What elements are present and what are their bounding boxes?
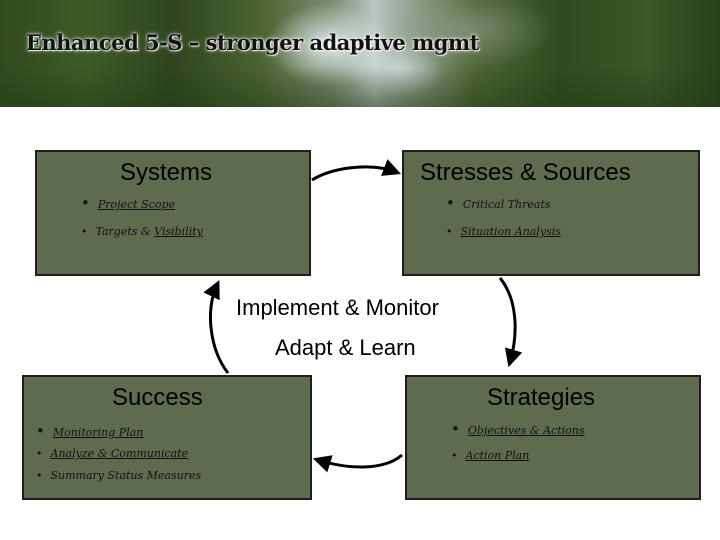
situation-analysis-link[interactable]: Situation Analysis	[460, 225, 561, 238]
systems-box: Systems •Project Scope •Targets & Visibi…	[35, 150, 311, 276]
success-title: Success	[112, 384, 203, 411]
success-item-analyze: •Analyze & Communicate	[36, 447, 189, 460]
objectives-actions-link[interactable]: Objectives & Actions	[467, 424, 585, 437]
arrow-systems-to-stresses	[311, 159, 402, 182]
systems-title: Systems	[120, 159, 213, 186]
strategies-title: Strategies	[487, 384, 596, 411]
strategies-box: Strategies •Objectives & Actions •Action…	[405, 375, 701, 500]
monitoring-plan-link[interactable]: Monitoring Plan	[52, 426, 144, 439]
strategies-item-action-plan: •Action Plan	[451, 449, 530, 462]
header-banner-photo	[0, 0, 720, 107]
stresses-item-situation-analysis: •Situation Analysis	[446, 225, 561, 238]
critical-threats-text: Critical Threats	[462, 198, 551, 211]
targets-visibility-text[interactable]: Visibility	[154, 225, 203, 238]
center-adapt-learn: Adapt & Learn	[275, 335, 416, 360]
action-plan-link[interactable]: Action Plan	[465, 449, 530, 462]
summary-status-text: Summary Status Measures	[50, 469, 202, 482]
banner-forest-shade	[0, 67, 720, 107]
success-item-summary: •Summary Status Measures	[36, 469, 202, 482]
analyze-communicate-link[interactable]: Analyze & Communicate	[50, 447, 189, 460]
systems-item-project-scope: •Project Scope	[81, 194, 176, 212]
project-scope-link[interactable]: Project Scope	[97, 198, 176, 211]
systems-item-targets: •Targets & Visibility	[81, 225, 203, 238]
stresses-title: Stresses & Sources	[420, 159, 631, 186]
stresses-item-critical-threats: •Critical Threats	[446, 194, 551, 212]
arrow-success-to-systems	[203, 280, 230, 374]
arrow-strategies-to-success	[312, 453, 403, 473]
success-item-monitoring-plan: •Monitoring Plan	[36, 422, 144, 440]
stresses-sources-box: Stresses & Sources •Critical Threats •Si…	[402, 150, 700, 276]
slide-title: Enhanced 5-S – stronger adaptive mgmt	[26, 30, 479, 55]
success-box: Success •Monitoring Plan •Analyze & Comm…	[22, 375, 312, 500]
strategies-item-objectives: •Objectives & Actions	[451, 420, 585, 438]
center-implement-monitor: Implement & Monitor	[236, 295, 439, 320]
arrow-stresses-to-strategies	[498, 277, 523, 368]
